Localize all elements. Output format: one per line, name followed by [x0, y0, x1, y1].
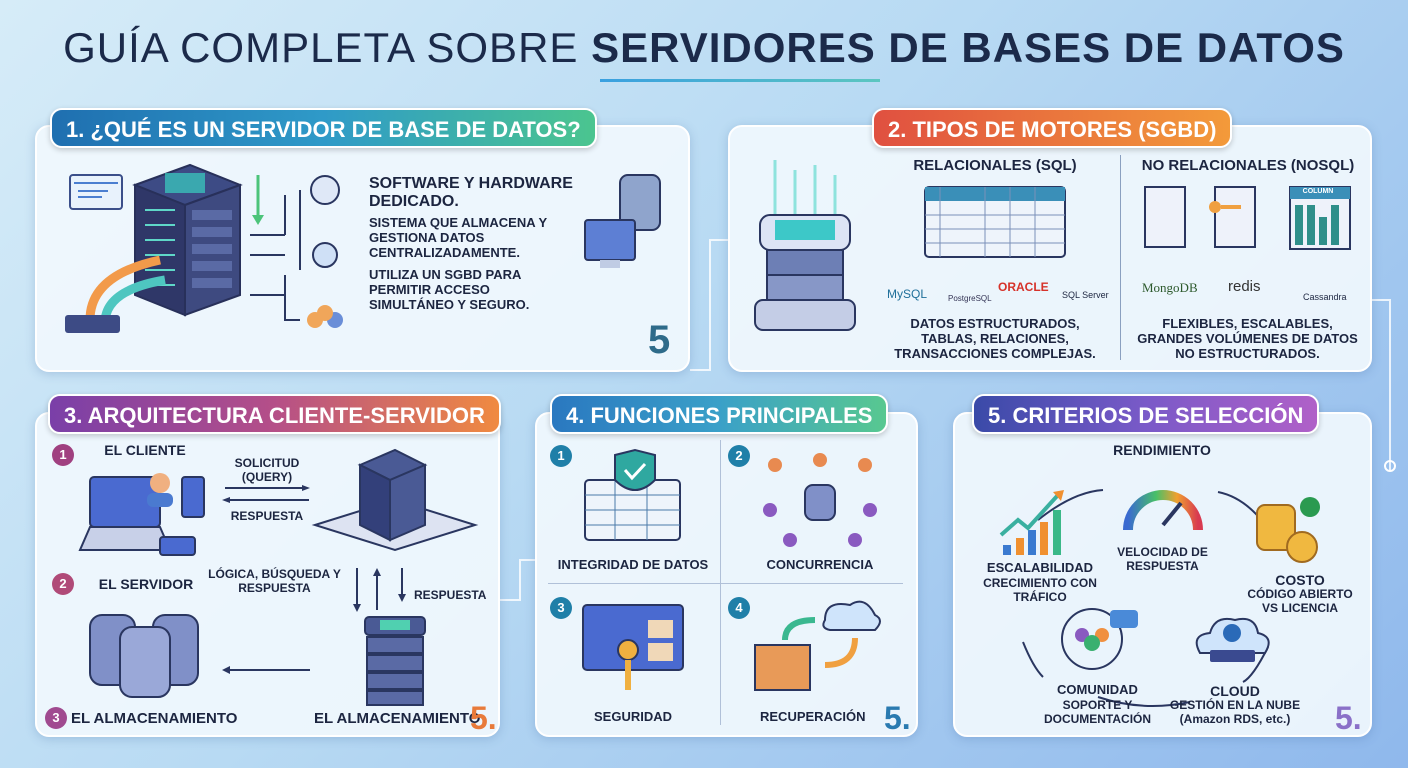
cost-label: COSTO — [1275, 572, 1325, 588]
request-response-arrows — [222, 485, 310, 503]
sql-table-icon — [924, 186, 1066, 258]
storage-label: EL ALMACENAMIENTO — [71, 710, 238, 727]
scalability-description: CRECIMIENTO CON TRÁFICO — [983, 576, 1097, 604]
section-4-badge: 4. FUNCIONES PRINCIPALES — [550, 394, 889, 434]
function-3-number: 3 — [550, 597, 572, 619]
database-stack-icon — [754, 160, 856, 331]
section-5-badge: 5. CRITERIOS DE SELECCIÓN — [972, 394, 1320, 434]
sql-heading: RELACIONALES (SQL) — [913, 157, 1077, 174]
client-devices-icon — [78, 473, 205, 556]
section-2-badge: 2. TIPOS DE MOTORES (SGBD) — [872, 108, 1233, 148]
logo-oracle: ORACLE — [998, 280, 1049, 294]
criteria-cycle — [1022, 489, 1269, 707]
section-1-heading: SOFTWARE Y HARDWARE DEDICADO. — [369, 175, 573, 211]
scalability-label: ESCALABILIDAD — [986, 560, 1094, 575]
cloud-description: GESTIÓN EN LA NUBE (Amazon RDS, etc.) — [1169, 698, 1301, 726]
section-selection-criteria — [953, 412, 1372, 737]
speed-label: VELOCIDAD DE RESPUESTA — [1117, 545, 1208, 573]
page-title: GUÍA COMPLETA SOBRE SERVIDORES DE BASES … — [0, 24, 1408, 72]
nosql-heading: NO RELACIONALES (NOSQL) — [1141, 157, 1355, 174]
cloud-server-icon — [1195, 617, 1270, 662]
function-4-label: RECUPERACIÓN — [760, 709, 866, 724]
recovery-icon — [754, 600, 881, 691]
nosql-description: FLEXIBLES, ESCALABLES, GRANDES VOLÚMENES… — [1137, 316, 1358, 361]
step-3-number: 3 — [45, 707, 67, 729]
logo-cassandra: Cassandra — [1303, 292, 1347, 302]
section-main-functions — [535, 412, 918, 737]
step-1-number: 1 — [52, 444, 74, 466]
sql-description: DATOS ESTRUCTURADOS, TABLAS, RELACIONES,… — [894, 316, 1096, 361]
logo-postgresql: PostgreSQL — [948, 294, 992, 303]
function-3-label: SEGURIDAD — [593, 709, 672, 724]
section-1-paragraph-2: UTILIZA UN SGBD PARA PERMITIR ACCESO SIM… — [369, 267, 530, 312]
function-4-number: 4 — [728, 597, 750, 619]
title-underline — [600, 79, 880, 82]
step-2-number: 2 — [52, 573, 74, 595]
function-2-label: CONCURRENCIA — [766, 557, 874, 572]
concurrency-icon — [763, 453, 877, 547]
input-arrows-icon — [250, 175, 343, 328]
data-integrity-icon — [584, 448, 681, 541]
column-label: COLUMN — [1302, 188, 1334, 195]
community-label: COMUNIDAD — [1057, 682, 1138, 697]
cost-description: CÓDIGO ABIERTO VS LICENCIA — [1247, 587, 1353, 615]
section-3-mark: 5. — [470, 700, 497, 736]
logic-label: LÓGICA, BÚSQUEDA Y RESPUESTA — [208, 567, 341, 595]
functions-divider-h — [548, 583, 903, 584]
client-label: EL CLIENTE — [104, 442, 186, 458]
section-1-paragraph-1: SISTEMA QUE ALMACENA Y GESTIONA DATOS CE… — [369, 215, 547, 260]
section-5-mark: 5. — [1335, 700, 1362, 736]
database-cylinders-icon — [89, 614, 199, 698]
section-1-mark: 5 — [648, 318, 671, 362]
server-platform-icon — [311, 448, 479, 552]
growth-chart-icon — [999, 490, 1064, 555]
cost-coins-icon — [1256, 497, 1320, 563]
nosql-icons — [1144, 186, 1351, 250]
title-light: GUÍA COMPLETA SOBRE — [63, 24, 592, 71]
section-3-badge: 3. ARQUITECTURA CLIENTE-SERVIDOR — [48, 394, 501, 434]
functions-divider-v — [720, 440, 721, 725]
security-icon — [582, 604, 684, 690]
response-label-2: RESPUESTA — [414, 588, 487, 602]
storage-label-2: EL ALMACENAMIENTO — [314, 710, 481, 727]
function-2-number: 2 — [728, 445, 750, 467]
function-1-label: INTEGRIDAD DE DATOS — [557, 557, 709, 572]
storage-arrow — [222, 666, 310, 674]
server-label: EL SERVIDOR — [98, 576, 194, 592]
speedometer-icon — [1123, 490, 1203, 531]
title-bold: SERVIDORES DE BASES DE DATOS — [591, 24, 1345, 71]
logo-sql-server: SQL Server — [1062, 290, 1109, 300]
server-rack-icon — [65, 163, 243, 333]
cloud-label: CLOUD — [1210, 683, 1260, 699]
performance-label: RENDIMIENTO — [1113, 442, 1211, 458]
monitor-database-icon — [584, 174, 661, 268]
storage-server-icon — [364, 616, 426, 706]
engine-divider — [1120, 155, 1121, 360]
logo-mongodb: MongoDB — [1142, 280, 1198, 295]
logo-redis: redis — [1228, 278, 1261, 295]
logo-mysql: MySQL — [887, 287, 928, 301]
section-4-mark: 5. — [884, 700, 911, 736]
vertical-arrows — [353, 568, 406, 612]
request-label: SOLICITUD (QUERY) — [234, 456, 300, 484]
response-label: RESPUESTA — [230, 509, 304, 523]
community-description: SOPORTE Y DOCUMENTACIÓN — [1043, 698, 1152, 726]
function-1-number: 1 — [550, 445, 572, 467]
community-icon — [1061, 608, 1138, 670]
section-1-badge: 1. ¿QUÉ ES UN SERVIDOR DE BASE DE DATOS? — [50, 108, 597, 148]
